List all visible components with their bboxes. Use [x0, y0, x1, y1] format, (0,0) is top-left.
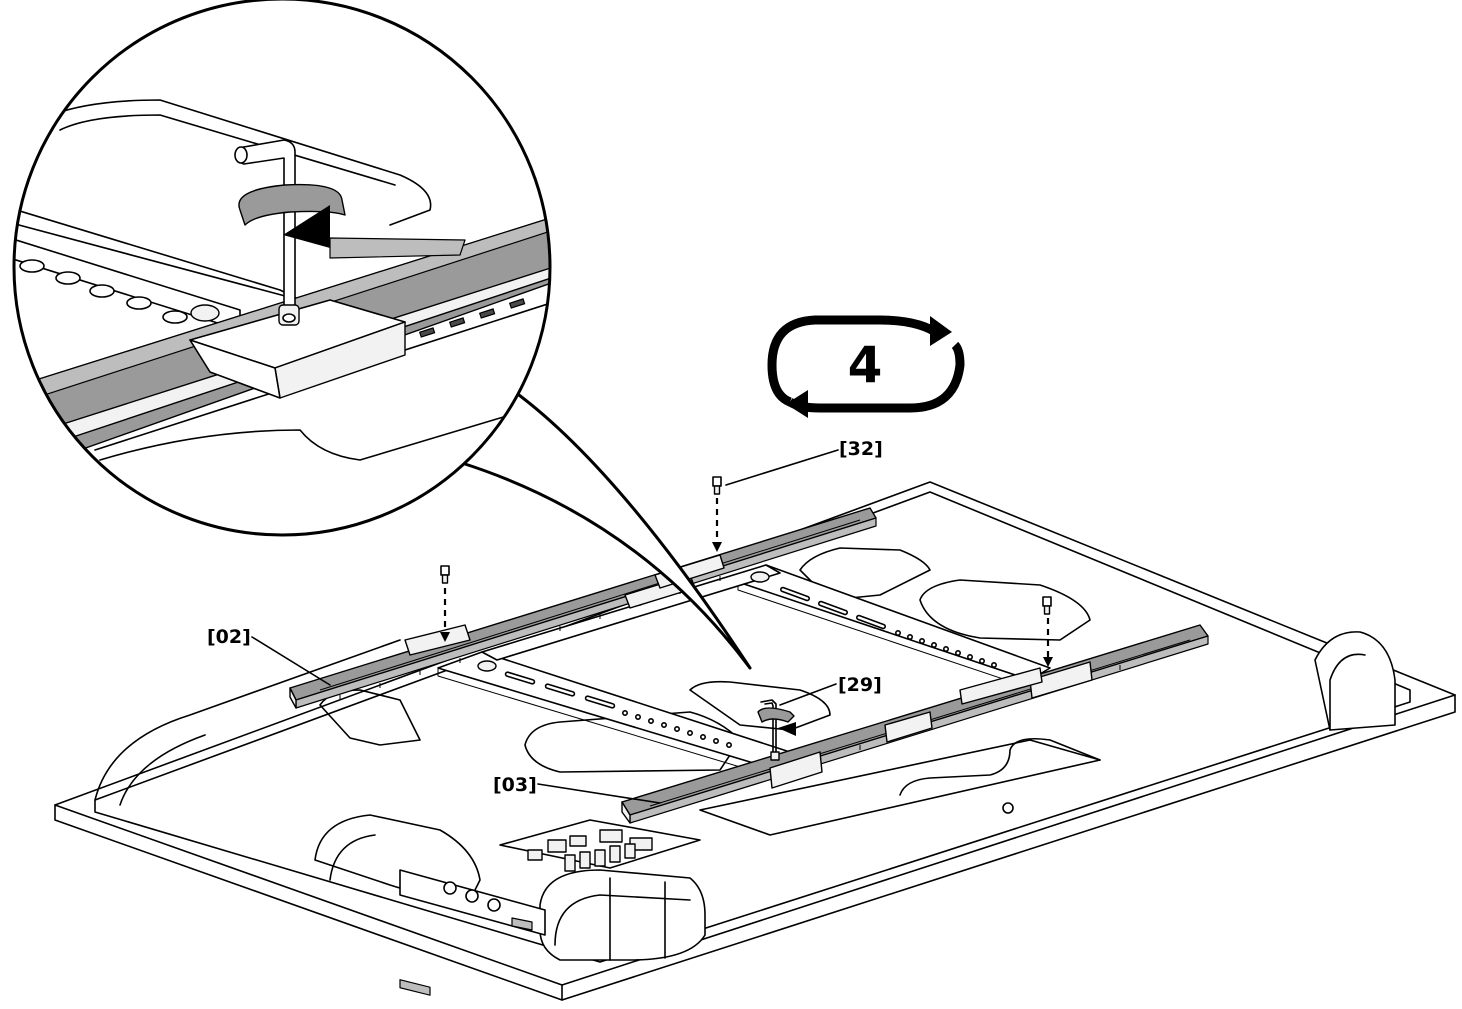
- frame-bolt: [477, 660, 497, 672]
- connector-cluster: [527, 829, 653, 872]
- magnifier-ring: [12, 0, 552, 537]
- bar-holes-front: [621, 709, 732, 748]
- step-number: 4: [848, 336, 883, 394]
- hex-key-scene: [757, 699, 796, 761]
- plate-holes-detail: [19, 259, 220, 324]
- screw-upper-right: [712, 476, 722, 552]
- screw-upper-left: [440, 565, 450, 642]
- rail-lower: [621, 624, 1209, 824]
- callout-label-32: [32]: [839, 438, 883, 460]
- callout-02: [02]: [207, 626, 331, 686]
- port-jack: [465, 889, 479, 903]
- callout-label-02: [02]: [207, 626, 251, 648]
- rotate-cycle-icon: [767, 315, 965, 418]
- rail-tabs-detail: [418, 298, 526, 338]
- callout-label-29: [29]: [838, 674, 882, 696]
- port-jack: [443, 881, 457, 895]
- mount-hole: [1002, 802, 1014, 814]
- screw-lower-right: [1042, 596, 1053, 667]
- port-jack: [487, 898, 501, 912]
- bar-slots-back: [779, 586, 887, 630]
- callout-03: [03]: [493, 774, 661, 804]
- hex-key-icon: [234, 139, 300, 326]
- detail-magnified-view: [14, 0, 550, 535]
- callout-29: [29]: [779, 674, 882, 706]
- bar-slots-front: [504, 671, 616, 709]
- callout-label-03: [03]: [493, 774, 537, 796]
- port-slot: [399, 979, 431, 996]
- clockwise-arrow-icon: [238, 183, 346, 248]
- callout-32: [32]: [725, 438, 883, 486]
- clockwise-arrow-icon: [757, 707, 795, 723]
- frame-bolt: [750, 571, 770, 583]
- bar-holes-back: [894, 629, 997, 668]
